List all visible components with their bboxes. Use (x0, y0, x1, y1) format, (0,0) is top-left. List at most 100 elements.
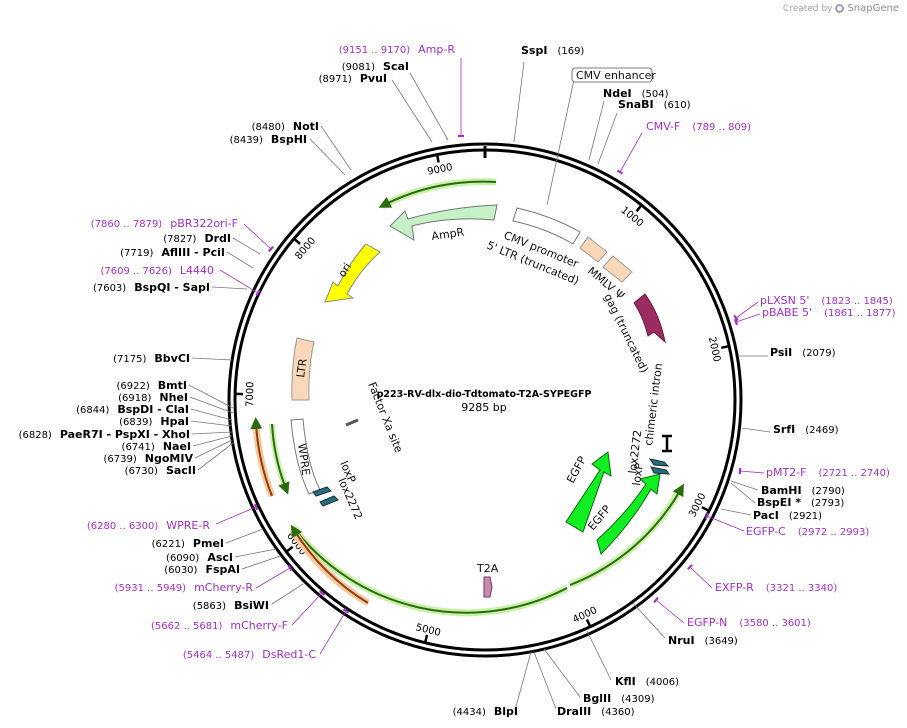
ori-label: ori (336, 261, 355, 280)
site-label-hpai[interactable]: (6839)HpaI (119, 415, 189, 428)
primer-leader-line (291, 592, 323, 626)
site-label-pmei[interactable]: (6221)PmeI (152, 537, 224, 550)
ltr-label: LTR (294, 357, 310, 378)
lox2272-right-feature (648, 458, 670, 467)
tick-3000 (701, 506, 709, 512)
feature-arcs (250, 178, 684, 617)
tick-6000 (286, 545, 294, 553)
primer-labels: (9151 .. 9170)Amp-R CMV-F(789 .. 809) pLXS… (87, 43, 896, 661)
site-label-asci[interactable]: (6090)AscI (166, 551, 233, 564)
site-label-paci[interactable]: PacI(2921) (753, 509, 822, 522)
site-leader-line (226, 251, 254, 269)
site-label-drdi[interactable]: (7827)DrdI (163, 232, 231, 245)
site-labels: SspI(169) NdeI(504)SnaBI(610) PsiI(2079) Sr… (19, 44, 845, 718)
site-leader-line (234, 548, 277, 558)
tick-label: 4000 (571, 605, 599, 626)
chimeric-intron-label: chimeric intron (642, 362, 665, 446)
gag-feature (633, 293, 666, 344)
site-label-bspei[interactable]: BspEI *(2793) (757, 496, 844, 509)
primer-label-mcherry-r[interactable]: (5931 .. 5949)mCherry-R (115, 581, 254, 594)
primer-leader-line (706, 515, 745, 532)
site-label-naei[interactable]: (6741)NaeI (122, 440, 191, 453)
site-leader-line (241, 555, 281, 570)
site-label-ngomiv[interactable]: (6739)NgoMIV (104, 452, 194, 465)
primer-label-l4440[interactable]: (7609 .. 7626)L4440 (100, 264, 214, 277)
site-label-noti[interactable]: (8480)NotI (252, 120, 319, 133)
lox2272-left-label: lox2272 (335, 476, 365, 521)
tick-4000 (585, 618, 592, 627)
site-leader-line (632, 602, 666, 639)
left-green-arc (269, 423, 290, 493)
site-label-afliii[interactable]: (7719)AflIII - PciI (120, 246, 225, 259)
site-leader-line (191, 357, 233, 361)
primer-label-dsred1-c[interactable]: (5464 .. 5487)DsRed1-C (183, 648, 316, 661)
site-leader-line (730, 482, 756, 504)
primer-label-pbabe-5-[interactable]: pBABE 5'(1861 .. 1877) (762, 306, 896, 319)
site-label-nrui[interactable]: NruI(3649) (668, 634, 738, 647)
site-leader-line (320, 125, 352, 171)
site-label-sacii[interactable]: (6730)SacII (125, 464, 196, 477)
backbone-outer (227, 142, 743, 658)
site-label-kfli[interactable]: KflI(4006) (615, 675, 679, 688)
snapgene-logo-icon (835, 4, 845, 13)
site-label-blpi[interactable]: (4434)BlpI (453, 705, 518, 718)
site-label-scai[interactable]: (9081)ScaI (342, 60, 409, 73)
site-label-snabi[interactable]: SnaBI(610) (618, 98, 691, 111)
primer-label-mcherry-f[interactable]: (5662 .. 5681)mCherry-F (151, 619, 288, 632)
site-label-bsphi[interactable]: (8439)BspHI (230, 133, 307, 146)
site-label-fspai[interactable]: (6030)FspAI (164, 563, 240, 576)
egfp1-feature (565, 451, 612, 533)
site-label-bsiwi[interactable]: (5863)BsiWI (193, 599, 269, 612)
site-label-bmti[interactable]: (6922)BmtI (117, 379, 187, 392)
site-leader-line (543, 648, 581, 698)
site-label-bspdi[interactable]: (6844)BspDI - ClaI (76, 403, 189, 416)
loxp-right-feature (650, 466, 671, 475)
primer-label-cmv-f[interactable]: CMV-F(789 .. 809) (646, 120, 751, 133)
site-label-srfi[interactable]: SrfI(2469) (773, 423, 839, 436)
lox2272-right-label: lox2272 (626, 429, 644, 474)
mmlv-feature (602, 255, 633, 283)
primer-label-exfp-r[interactable]: EXFP-R(3321 .. 3340) (715, 581, 837, 594)
tdtomato-outer-arc-line (292, 526, 568, 614)
primer-mark (734, 318, 738, 326)
primer-mark (253, 503, 259, 511)
site-leader-line (271, 583, 304, 605)
loxp-right-label: loxP (630, 462, 646, 486)
primer-label-amp-r[interactable]: (9151 .. 9170)Amp-R (339, 43, 456, 56)
site-label-sspi[interactable]: SspI(169) (521, 44, 584, 57)
tick-2000 (721, 345, 729, 350)
site-leader-line (741, 427, 771, 433)
tick-9000 (436, 155, 440, 163)
site-label-ndei[interactable]: NdeI(504) (603, 87, 669, 100)
primer-leader-line (619, 132, 643, 173)
site-label-paer7i[interactable]: (6828)PaeR7I - PspXI - XhoI (19, 428, 190, 441)
wpre-outer-arc-line (250, 417, 273, 497)
primer-label-egfp-n[interactable]: EGFP-N(3580 .. 3601) (687, 616, 811, 629)
site-label-pvui[interactable]: (8971)PvuI (319, 72, 387, 85)
primer-leader-line (319, 610, 347, 655)
site-leader-line (191, 431, 233, 435)
site-label-bspqi[interactable]: (7603)BspQI - SapI (93, 281, 210, 294)
site-leader-line (597, 112, 618, 165)
primer-mark (704, 512, 710, 520)
chimeric-intron-feature (662, 434, 672, 453)
site-leader-line (225, 528, 264, 544)
site-leader-line (720, 508, 752, 516)
site-label-bglii[interactable]: BglII(4309) (583, 692, 655, 705)
site-label-bbvci[interactable]: (7175)BbvCI (113, 352, 190, 365)
site-label-draiii[interactable]: DraIII(4360) (557, 705, 635, 718)
primer-mark (287, 564, 293, 572)
primer-label-plxsn-5-[interactable]: pLXSN 5'(1823 .. 1845) (760, 294, 893, 307)
site-label-nhei[interactable]: (6918)NheI (118, 391, 188, 404)
primer-label-pbr322ori-f[interactable]: (7860 .. 7879)pBR322ori-F (91, 217, 238, 230)
cmv-enhancer-box (571, 67, 653, 83)
primer-label-wpre-r[interactable]: (6280 .. 6300)WPRE-R (87, 519, 210, 532)
cmv-enhancer-leader (546, 79, 575, 206)
primer-label-egfp-c[interactable]: EGFP-C(2972 .. 2993) (746, 525, 869, 538)
site-label-psii[interactable]: PsiI(2079) (770, 346, 836, 359)
site-leader-line (513, 61, 525, 143)
site-label-bamhi[interactable]: BamHI(2790) (761, 484, 845, 497)
primer-label-pmt2-f[interactable]: pMT2-F(2721 .. 2740) (766, 466, 890, 479)
primer-leader-line (655, 599, 685, 624)
